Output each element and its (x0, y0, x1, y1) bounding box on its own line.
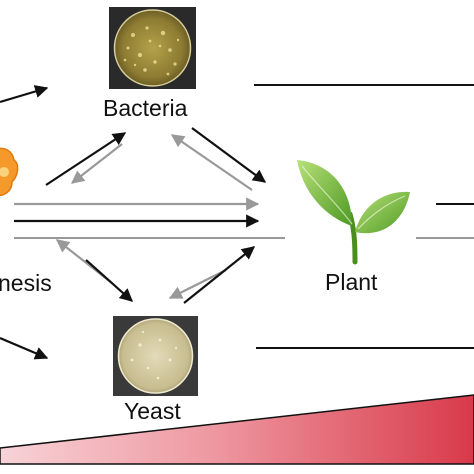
label-yeast: Yeast (124, 398, 181, 424)
petri-dish-bacteria-icon (109, 7, 196, 89)
arrow-source-to-yeast (0, 336, 49, 360)
arrow-bacteria-to-plant (191, 127, 267, 183)
gradient-wedge (0, 394, 474, 465)
label-plant: Plant (325, 269, 378, 295)
arrow-bacteria-to-left (70, 143, 123, 184)
arrows (0, 84, 474, 360)
orange-flower-icon (0, 147, 19, 196)
label-partial-left: nesis (0, 270, 52, 296)
arrow-left-to-bacteria (45, 132, 127, 186)
petri-dish-yeast-icon (113, 316, 198, 396)
label-bacteria: Bacteria (103, 95, 188, 121)
arrow-left-to-yeast (85, 259, 133, 302)
arrow-plant-to-yeast (168, 269, 227, 299)
arrow-source-to-bacteria (0, 85, 49, 104)
plant-seedling-icon (297, 160, 410, 265)
arrow-yeast-to-plant (183, 246, 256, 304)
arrow-plant-to-bacteria (170, 134, 253, 191)
